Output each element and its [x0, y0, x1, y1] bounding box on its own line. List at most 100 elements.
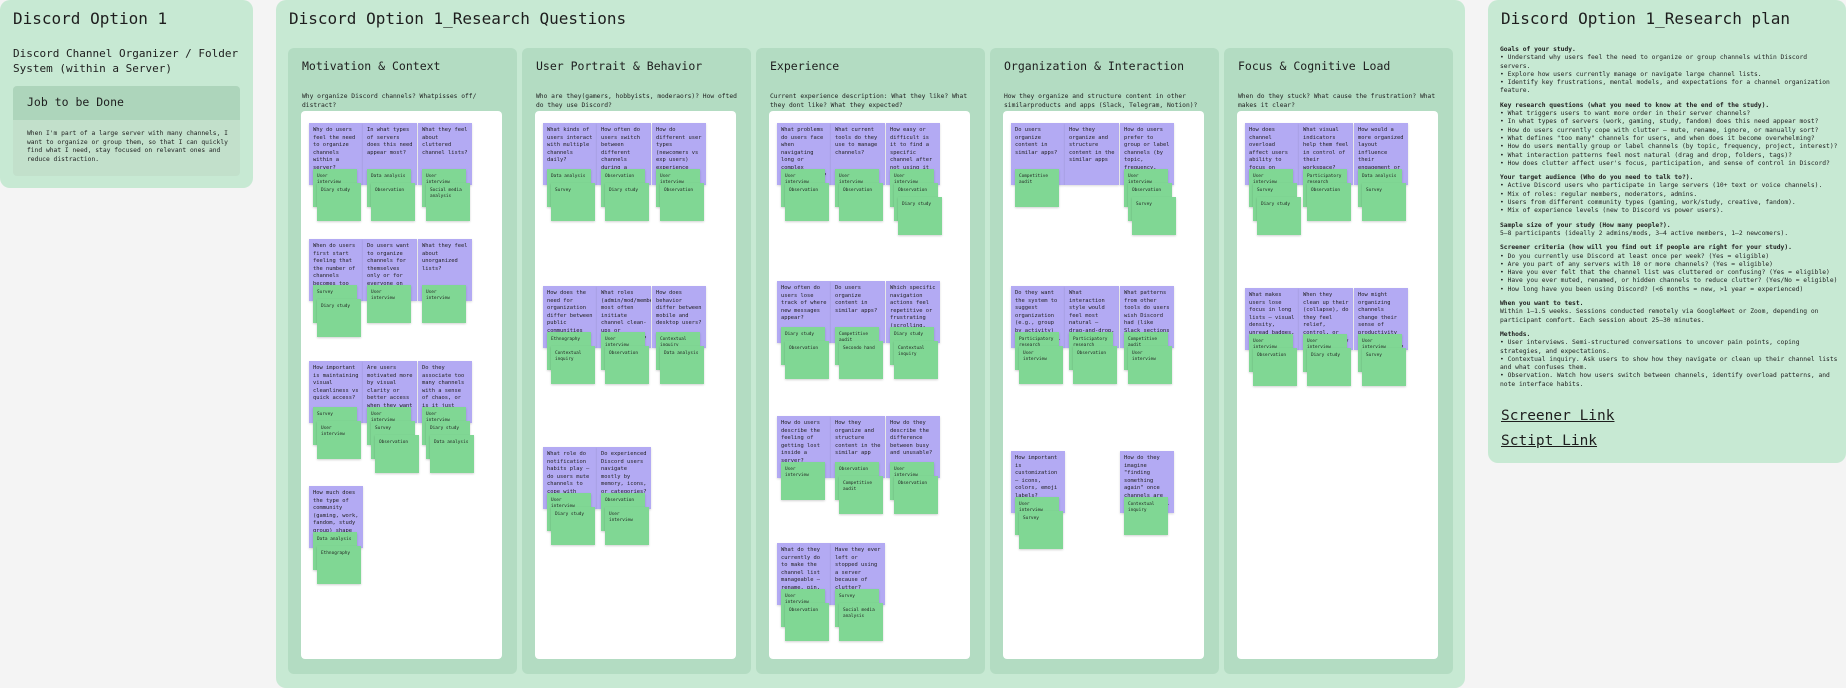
- question-sticky[interactable]: How they organize and structure content …: [1065, 123, 1119, 185]
- method-sticky[interactable]: Observation: [660, 183, 704, 221]
- method-sticky[interactable]: Diary study: [317, 183, 361, 221]
- option-description: Discord Channel Organizer / Folder Syste…: [13, 47, 239, 75]
- plan-heading: When you want to test.: [1500, 300, 1584, 308]
- method-sticky[interactable]: Diary study: [551, 507, 595, 545]
- method-sticky[interactable]: User interview: [1128, 346, 1172, 384]
- column-question: How they organize and structure content …: [1004, 93, 1198, 109]
- column-title: Experience: [770, 59, 840, 73]
- option-section: Discord Option 1 Discord Channel Organiz…: [0, 0, 253, 188]
- plan-line: • How long have you been using Discord? …: [1500, 285, 1804, 293]
- method-sticky[interactable]: Social media analysis: [426, 183, 470, 221]
- jtbd-card: Job to be Done When I'm part of a large …: [13, 86, 240, 176]
- method-sticky[interactable]: Diary study: [1307, 348, 1351, 386]
- method-sticky[interactable]: Observation: [785, 341, 829, 379]
- method-sticky[interactable]: Contextual inquiry: [894, 341, 938, 379]
- sticky-board: Why do users feel the need to organize c…: [301, 111, 502, 659]
- column-title: Organization & Interaction: [1004, 59, 1185, 73]
- method-sticky[interactable]: User interview: [781, 462, 825, 500]
- column-question: Current experience description: What the…: [770, 93, 968, 109]
- column-question: Why organize Discord channels? Whatpisse…: [302, 93, 477, 109]
- plan-heading: Your target audience (Who do you need to…: [1500, 174, 1694, 182]
- method-sticky[interactable]: User interview: [422, 285, 466, 323]
- method-sticky[interactable]: Diary study: [317, 299, 361, 337]
- column-question: Who are they(gamers, hobbyists, moderaor…: [536, 93, 737, 109]
- method-sticky[interactable]: User interview: [367, 285, 411, 323]
- method-sticky[interactable]: Survey: [1362, 348, 1406, 386]
- column-title: Motivation & Context: [302, 59, 441, 73]
- method-sticky[interactable]: Survey: [1019, 511, 1063, 549]
- method-sticky[interactable]: Data analysis: [430, 435, 474, 473]
- method-sticky[interactable]: Diary study: [898, 197, 942, 235]
- method-sticky[interactable]: Social media analysis: [839, 603, 883, 641]
- method-sticky[interactable]: Contextual inquiry: [551, 346, 595, 384]
- plan-line: • Users from different community types (…: [1500, 199, 1796, 207]
- method-sticky[interactable]: Observation: [785, 603, 829, 641]
- method-sticky[interactable]: Observation: [375, 435, 419, 473]
- sticky-board: Do users organize content in similar app…: [1003, 111, 1204, 659]
- method-sticky[interactable]: Competitive audit: [839, 476, 883, 514]
- script-link[interactable]: Sctipt Link: [1501, 433, 1598, 449]
- method-sticky[interactable]: Observation: [785, 183, 829, 221]
- sticky-board: What kinds of users interact with multip…: [535, 111, 736, 659]
- method-sticky[interactable]: Observation: [1307, 183, 1351, 221]
- method-sticky[interactable]: Observation: [1253, 348, 1297, 386]
- method-sticky[interactable]: Observation: [1073, 346, 1117, 384]
- plan-line: • Do you currently use Discord at least …: [1500, 252, 1770, 260]
- plan-heading: Sample size of your study (How many peop…: [1500, 221, 1671, 229]
- plan-line: • Understand why users feel the need to …: [1500, 54, 1808, 70]
- method-sticky[interactable]: Observation: [371, 183, 415, 221]
- plan-heading: Screener criteria (how will you find out…: [1500, 244, 1792, 252]
- method-sticky[interactable]: Observation: [839, 183, 883, 221]
- method-sticky[interactable]: User interview: [605, 507, 649, 545]
- plan-heading: Methods.: [1500, 330, 1531, 338]
- plan-line: • What triggers users to want more order…: [1500, 110, 1751, 118]
- column-question: When do they stuck? What cause the frust…: [1238, 93, 1436, 109]
- jtbd-title: Job to be Done: [13, 86, 240, 120]
- method-sticky[interactable]: Contextual inquiry: [1124, 497, 1168, 535]
- plan-line: • Observation. Watch how users switch be…: [1500, 372, 1830, 388]
- plan-line: • Are you part of any servers with 10 or…: [1500, 260, 1773, 268]
- plan-heading: Goals of your study.: [1500, 46, 1576, 53]
- plan-line: • Identify key frustrations, mental mode…: [1500, 79, 1830, 95]
- sticky-board: How does channel overload affect users a…: [1237, 111, 1438, 659]
- plan-line: • Active Discord users who participate i…: [1500, 182, 1823, 190]
- screener-link[interactable]: Screener Link: [1501, 408, 1615, 424]
- method-sticky[interactable]: User interview: [1019, 346, 1063, 384]
- method-sticky[interactable]: Diary study: [605, 183, 649, 221]
- plan-line: • How do users currently cope with clutt…: [1500, 126, 1819, 134]
- method-sticky[interactable]: User interview: [317, 421, 361, 459]
- method-sticky[interactable]: Ethnography: [317, 546, 361, 584]
- method-sticky[interactable]: Observation: [605, 346, 649, 384]
- method-sticky[interactable]: Survey: [1132, 197, 1176, 235]
- method-sticky[interactable]: Observation: [894, 476, 938, 514]
- plan-line: • Contextual inquiry. Ask users to show …: [1500, 355, 1838, 372]
- plan-line: • Mix of roles: regular members, moderat…: [1500, 190, 1698, 198]
- research-questions-section: Discord Option 1_Research Questions Moti…: [276, 0, 1465, 688]
- plan-line: • What interaction patterns feel most na…: [1500, 151, 1792, 159]
- method-sticky[interactable]: Data analysis: [660, 346, 704, 384]
- plan-line: • How does clutter affect user's focus, …: [1500, 159, 1830, 167]
- method-sticky[interactable]: Secondo hand: [839, 341, 883, 379]
- plan-line: • What defines "too many" channels for u…: [1500, 134, 1815, 142]
- method-sticky[interactable]: Survey: [1362, 183, 1406, 221]
- jtbd-text: When I'm part of a large server with man…: [27, 130, 228, 163]
- plan-line: • In what types of servers (work, gaming…: [1500, 118, 1819, 126]
- sticky-board: What problems do users face when navigat…: [769, 111, 970, 659]
- column-title: User Portrait & Behavior: [536, 59, 703, 73]
- plan-line: 5–8 participants (ideally 2 admins/mods,…: [1500, 229, 1789, 237]
- plan-line: • Mix of experience levels (new to Disco…: [1500, 207, 1724, 215]
- method-sticky[interactable]: Diary study: [1257, 197, 1301, 235]
- method-sticky[interactable]: Competitive audit: [1015, 169, 1059, 207]
- research-questions-title: Discord Option 1_Research Questions: [289, 9, 627, 28]
- plan-heading: Key research questions (what you need to…: [1500, 101, 1770, 109]
- plan-line: • User interviews. Semi-structured conve…: [1500, 339, 1800, 355]
- research-plan-section: Discord Option 1_Research plan Goals of …: [1488, 0, 1846, 463]
- column-title: Focus & Cognitive Load: [1238, 59, 1391, 73]
- method-sticky[interactable]: Survey: [551, 183, 595, 221]
- plan-line: Within 1–1.5 weeks. Sessions conducted r…: [1500, 308, 1819, 324]
